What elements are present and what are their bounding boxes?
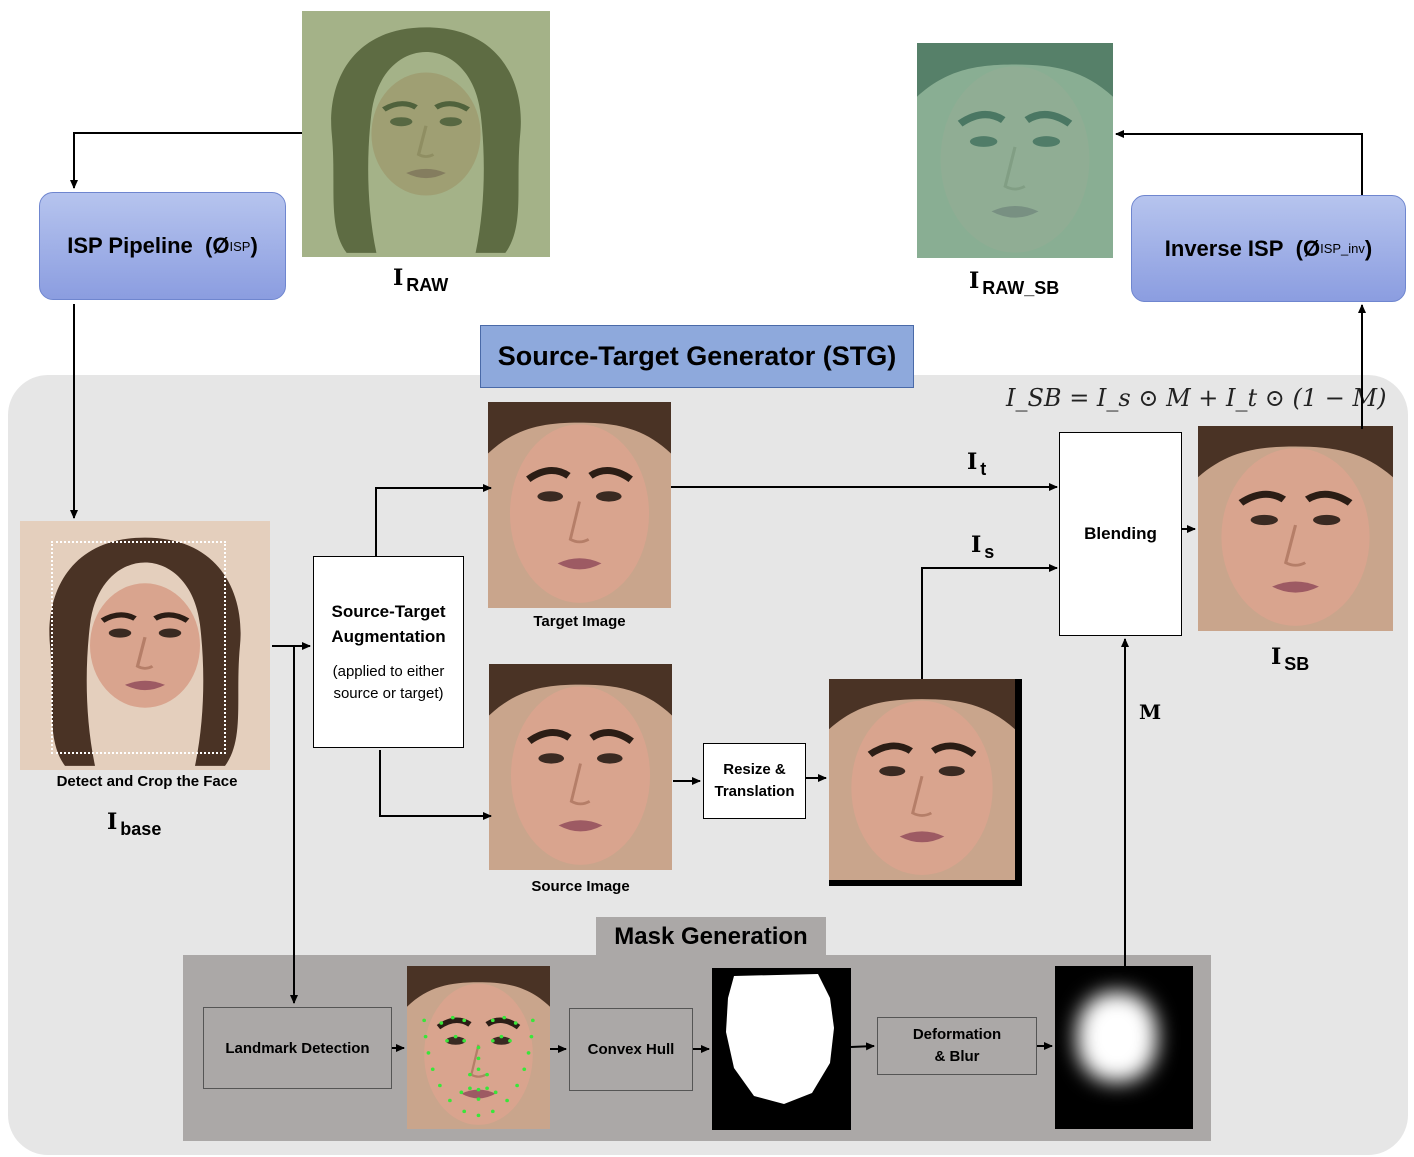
isp-subscript: ISP [229,238,251,254]
isp-pipeline-label: ISP Pipeline [67,233,193,258]
convex-hull-mask-image [712,968,851,1130]
target-image-caption: Target Image [533,613,626,630]
detect-crop-caption: Detect and Crop the Face [56,773,238,790]
augmentation-note-2: source or target) [333,685,444,702]
isp-close: ) [250,233,258,258]
raw-sb-image [917,43,1113,258]
inverse-isp-symbol: (Ø [1295,235,1321,261]
base-image [20,521,270,770]
m-label: M [1139,700,1162,724]
stg-title: Source-Target Generator (STG) [480,325,914,388]
isp-symbol: (Ø [205,233,230,258]
mask-generation-title: Mask Generation [596,917,826,957]
deform-label-2: & Blur [934,1048,980,1065]
augmentation-note-1: (applied to either [332,663,445,680]
landmark-detection-box: Landmark Detection [203,1007,392,1089]
translated-source-image [829,679,1022,886]
source-image-caption: Source Image [531,878,630,895]
inverse-isp-label: Inverse ISP [1164,235,1284,261]
inverse-isp-subscript: ISP_inv [1320,241,1365,256]
resize-label-1: Resize & [723,761,786,778]
resize-label-2: Translation [714,783,795,800]
blending-box: Blending [1059,432,1182,636]
raw-image [302,11,550,257]
augmentation-title-1: Source-Target [331,602,446,621]
deform-label-1: Deformation [912,1026,1002,1043]
landmark-face-image [407,966,550,1129]
resize-translation-box: Resize & Translation [703,743,806,819]
face-crop-box [51,541,226,754]
inverse-isp-close: ) [1364,235,1373,261]
augmentation-title-2: Augmentation [331,627,446,646]
blending-formula: I_SB = I_s ⊙ M + I_t ⊙ (1 − M) [1006,384,1387,412]
convex-hull-box: Convex Hull [569,1008,693,1091]
augmentation-box: Source-Target Augmentation (applied to e… [313,556,464,748]
blurred-mask-image [1055,966,1193,1129]
landmark-dots [422,1015,535,1118]
deformation-blur-box: Deformation & Blur [877,1017,1037,1075]
